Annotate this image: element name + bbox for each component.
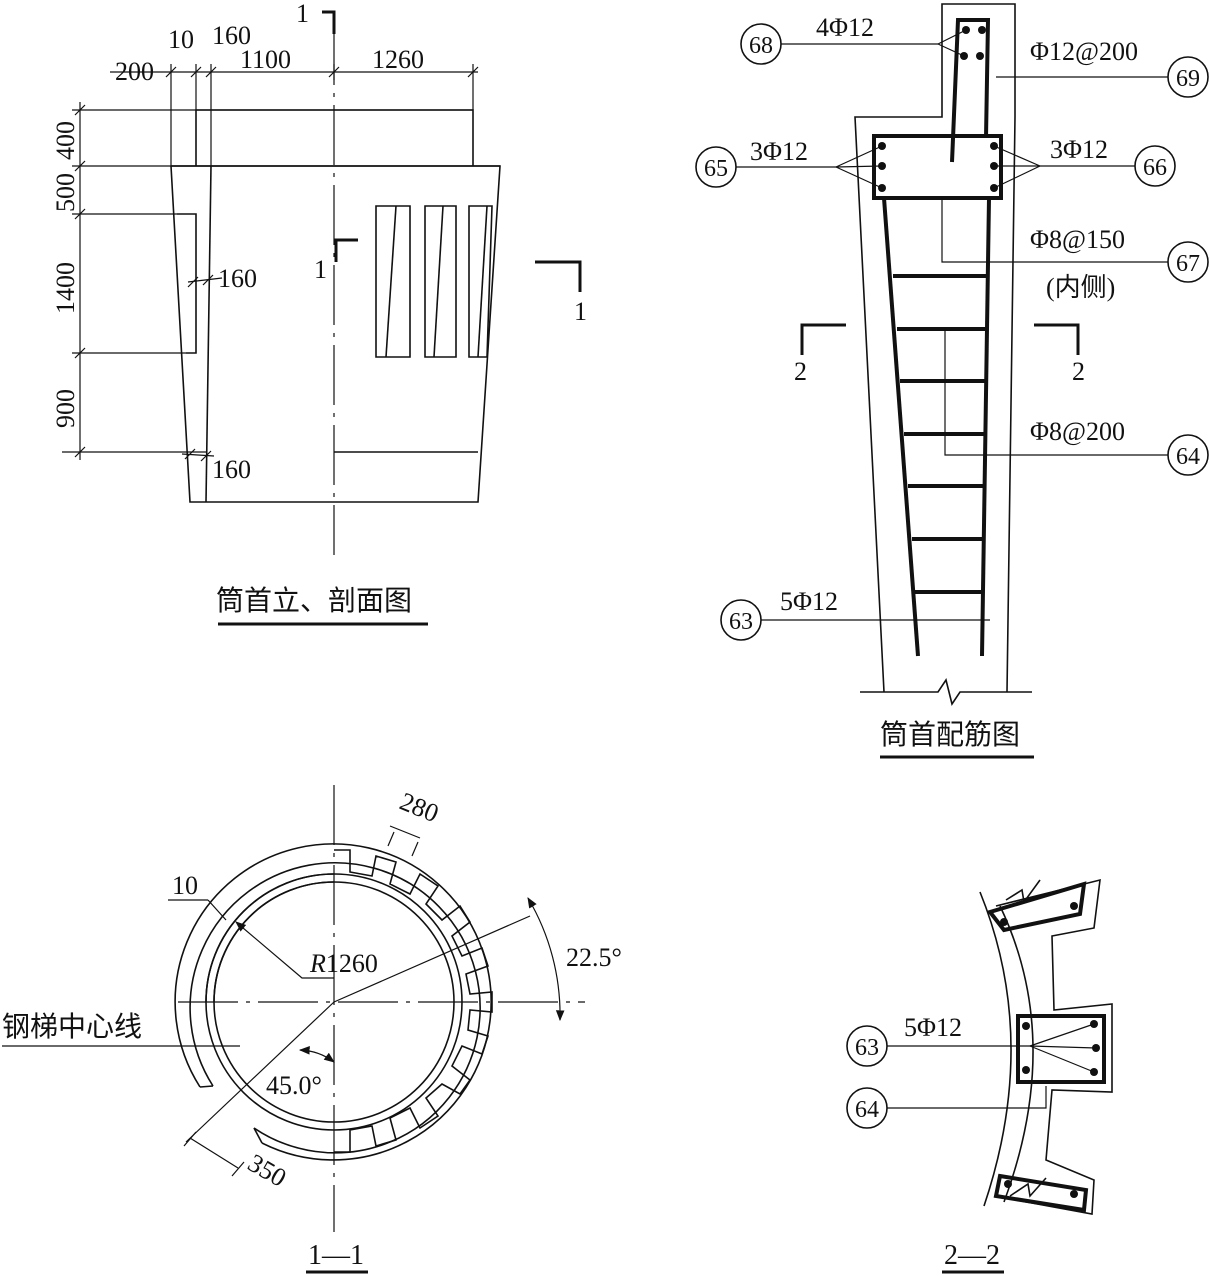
dim-1100: 1100 xyxy=(240,45,291,74)
dim-400: 400 xyxy=(51,121,80,160)
dim-350-plan: 350 xyxy=(243,1148,291,1193)
angle-22-5: 22.5° xyxy=(566,943,622,972)
dim-1400: 1400 xyxy=(51,262,80,314)
dim-160-top: 160 xyxy=(212,21,251,50)
elevation-caption: 筒首立、剖面图 xyxy=(216,585,412,617)
dim-500: 500 xyxy=(51,173,80,212)
reinforcement-caption: 筒首配筋图 xyxy=(880,719,1020,751)
section-mark-top xyxy=(322,10,336,34)
section22-callout-64-id: 64 xyxy=(855,1097,879,1123)
callout-69-id: 69 xyxy=(1176,66,1200,92)
ladder-opening xyxy=(177,213,197,354)
dim-160-base: 160 xyxy=(212,455,251,484)
section-1-top: 1 xyxy=(296,0,309,28)
vent-slots xyxy=(375,205,493,358)
dim-10: 10 xyxy=(168,25,194,54)
plan-outer-ring xyxy=(174,843,492,1161)
dim-900: 900 xyxy=(51,389,80,428)
section-mark-2-right xyxy=(1034,323,1080,355)
callout-68-id: 68 xyxy=(749,33,773,59)
dim-160-wall: 160 xyxy=(218,264,257,293)
plan-toothed-wall xyxy=(334,849,493,1153)
section-2-left: 2 xyxy=(794,357,807,386)
angle-45: 45.0° xyxy=(266,1071,322,1100)
radius-label: R1260 xyxy=(309,949,378,978)
callout-67-text: Φ8@150 xyxy=(1030,225,1125,254)
callout-63-text: 5Φ12 xyxy=(780,587,838,616)
reinforcement-drawing: 68 4Φ12 69 Φ12@200 65 3Φ12 66 3Φ12 67 Φ8… xyxy=(695,3,1209,759)
dim-10-plan: 10 xyxy=(172,871,198,900)
wall-outline xyxy=(854,3,1016,693)
elevation-drawing: 200 10 160 1100 1260 400 500 1400 900 16… xyxy=(51,0,587,626)
callout-65-id: 65 xyxy=(704,156,728,182)
section-2-2: 63 5Φ12 64 2—2 xyxy=(846,878,1113,1274)
callout-67-id: 67 xyxy=(1176,251,1200,277)
plan-caption: 1—1 xyxy=(308,1240,364,1271)
callout-66-id: 66 xyxy=(1143,155,1167,181)
break-line xyxy=(860,678,1032,706)
dim-1260: 1260 xyxy=(372,45,424,74)
section-1-right: 1 xyxy=(574,297,587,326)
ladder-centerline-label: 钢梯中心线 xyxy=(2,1011,142,1043)
section22-caption: 2—2 xyxy=(944,1240,1000,1271)
callout-69-text: Φ12@200 xyxy=(1030,37,1138,66)
elevation-inner-wall xyxy=(205,165,212,503)
section-mark-right xyxy=(535,260,582,292)
section22-callout-63-id: 63 xyxy=(855,1035,879,1061)
dim-200: 200 xyxy=(115,57,154,86)
section-mark-left xyxy=(334,238,358,262)
callout-68-text: 4Φ12 xyxy=(816,13,874,42)
callout-65-text: 3Φ12 xyxy=(750,137,808,166)
dim-280-plan: 280 xyxy=(396,787,443,828)
plan-section-1-1: R1260 10 280 22.5° 45.0° 350 钢梯中心线 1—1 xyxy=(2,785,622,1274)
section22-callout-63-text: 5Φ12 xyxy=(904,1013,962,1042)
section-2-right: 2 xyxy=(1072,357,1085,386)
section-mark-2-left xyxy=(800,323,846,355)
section-1-left: 1 xyxy=(314,255,327,284)
callout-64-id: 64 xyxy=(1176,444,1200,470)
callout-67-note: (内侧) xyxy=(1046,273,1115,302)
callout-64-text: Φ8@200 xyxy=(1030,417,1125,446)
callout-63-id: 63 xyxy=(729,609,753,635)
callout-66-text: 3Φ12 xyxy=(1050,135,1108,164)
